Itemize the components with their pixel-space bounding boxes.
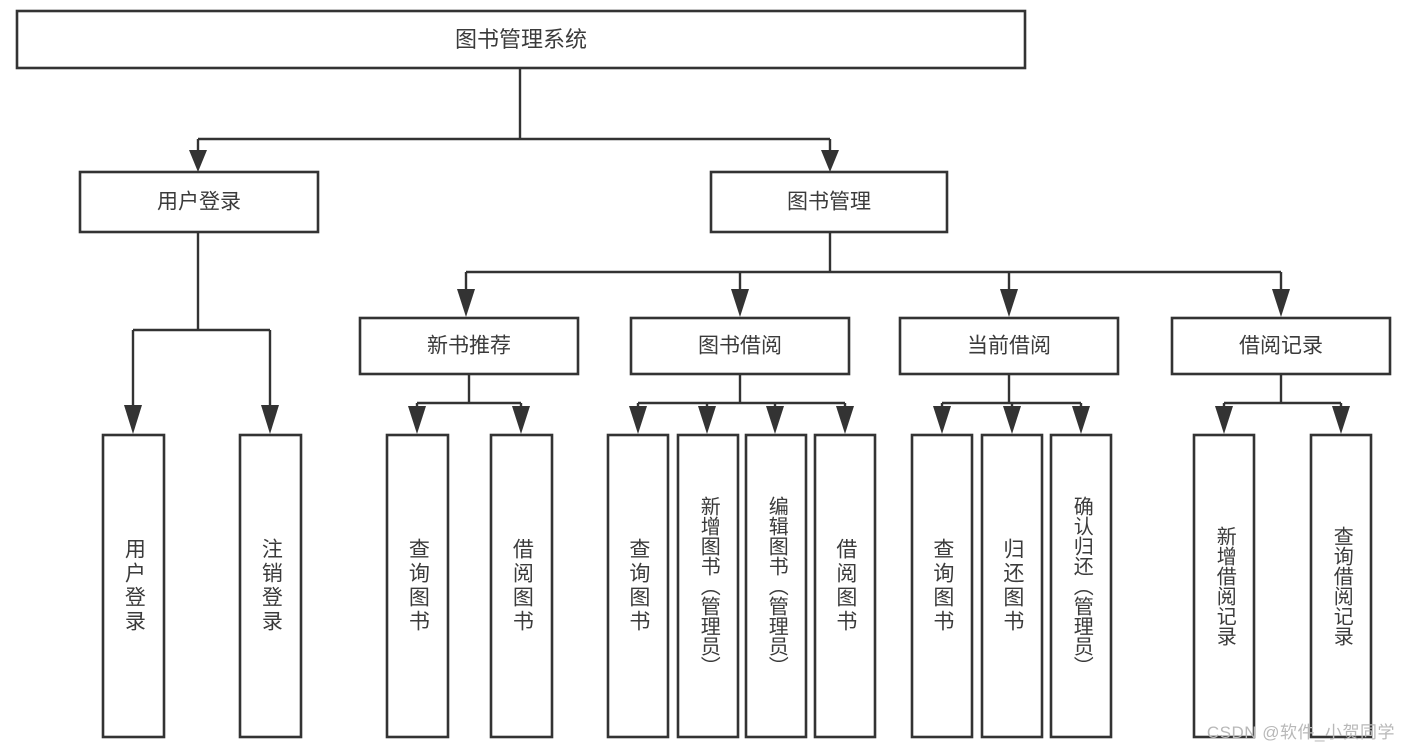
node-box-leaf-current-borrow-2[interactable]	[980, 433, 1044, 739]
node-box-leaf-user-login-2[interactable]	[238, 433, 303, 739]
arrow-bookmgmt-to-record	[1272, 289, 1290, 317]
node-label-current-borrow: 当前借阅	[967, 335, 1051, 358]
node-box-leaf-new-book-1[interactable]	[385, 433, 450, 739]
node-label-user-login: 用户登录	[157, 191, 241, 214]
arrow-userlogin-leaf-1	[124, 405, 142, 434]
node-box-leaf-current-borrow-3[interactable]	[1049, 433, 1113, 739]
arrow-current-leaf-1	[933, 406, 951, 434]
node-box-leaf-book-borrow-4[interactable]	[813, 433, 877, 739]
node-label-borrow-record: 借阅记录	[1239, 335, 1323, 358]
node-box-leaf-borrow-record-2[interactable]	[1309, 433, 1373, 739]
arrow-borrow-leaf-3	[766, 406, 784, 434]
arrow-borrow-leaf-1	[629, 406, 647, 434]
arrow-record-leaf-2	[1332, 406, 1350, 434]
arrow-root-to-user-login	[189, 150, 207, 172]
arrow-root-to-book-mgmt	[821, 150, 839, 172]
arrow-bookmgmt-to-current	[1000, 289, 1018, 317]
arrow-bookmgmt-to-borrow	[731, 289, 749, 317]
node-label-book-management: 图书管理	[787, 191, 871, 214]
arrow-userlogin-leaf-2	[261, 405, 279, 434]
node-box-leaf-book-borrow-1[interactable]	[606, 433, 670, 739]
node-box-root[interactable]	[15, 9, 1027, 70]
node-box-leaf-book-borrow-2[interactable]	[676, 433, 740, 739]
node-box-book-management[interactable]	[709, 170, 949, 234]
node-box-borrow-record[interactable]	[1170, 316, 1392, 376]
arrow-newbook-leaf-2	[512, 406, 530, 434]
node-label-root: 图书管理系统	[455, 27, 587, 52]
arrow-record-leaf-1	[1215, 406, 1233, 434]
watermark-text: CSDN @软件_小贺同学	[1206, 723, 1395, 742]
connectors-layer	[124, 69, 1350, 434]
node-box-leaf-new-book-2[interactable]	[489, 433, 554, 739]
arrow-newbook-leaf-1	[408, 406, 426, 434]
arrow-borrow-leaf-4	[836, 406, 854, 434]
arrow-bookmgmt-to-new-book	[457, 289, 475, 317]
node-box-current-borrow[interactable]	[898, 316, 1120, 376]
node-label-new-book-recommend: 新书推荐	[427, 335, 511, 358]
node-box-leaf-book-borrow-3[interactable]	[744, 433, 808, 739]
arrow-current-leaf-2	[1003, 406, 1021, 434]
node-box-leaf-user-login-1[interactable]	[101, 433, 166, 739]
node-box-new-book-recommend[interactable]	[358, 316, 580, 376]
node-box-leaf-current-borrow-1[interactable]	[910, 433, 974, 739]
arrow-borrow-leaf-2	[698, 406, 716, 434]
node-box-book-borrow[interactable]	[629, 316, 851, 376]
node-box-leaf-borrow-record-1[interactable]	[1192, 433, 1256, 739]
nodes-layer: 图书管理系统 用户登录 图书管理 新书推荐 图书借阅 当前借阅 借阅记录	[15, 9, 1392, 739]
node-box-user-login[interactable]	[78, 170, 320, 234]
arrow-current-leaf-3	[1072, 406, 1090, 434]
node-label-book-borrow: 图书借阅	[698, 335, 782, 358]
